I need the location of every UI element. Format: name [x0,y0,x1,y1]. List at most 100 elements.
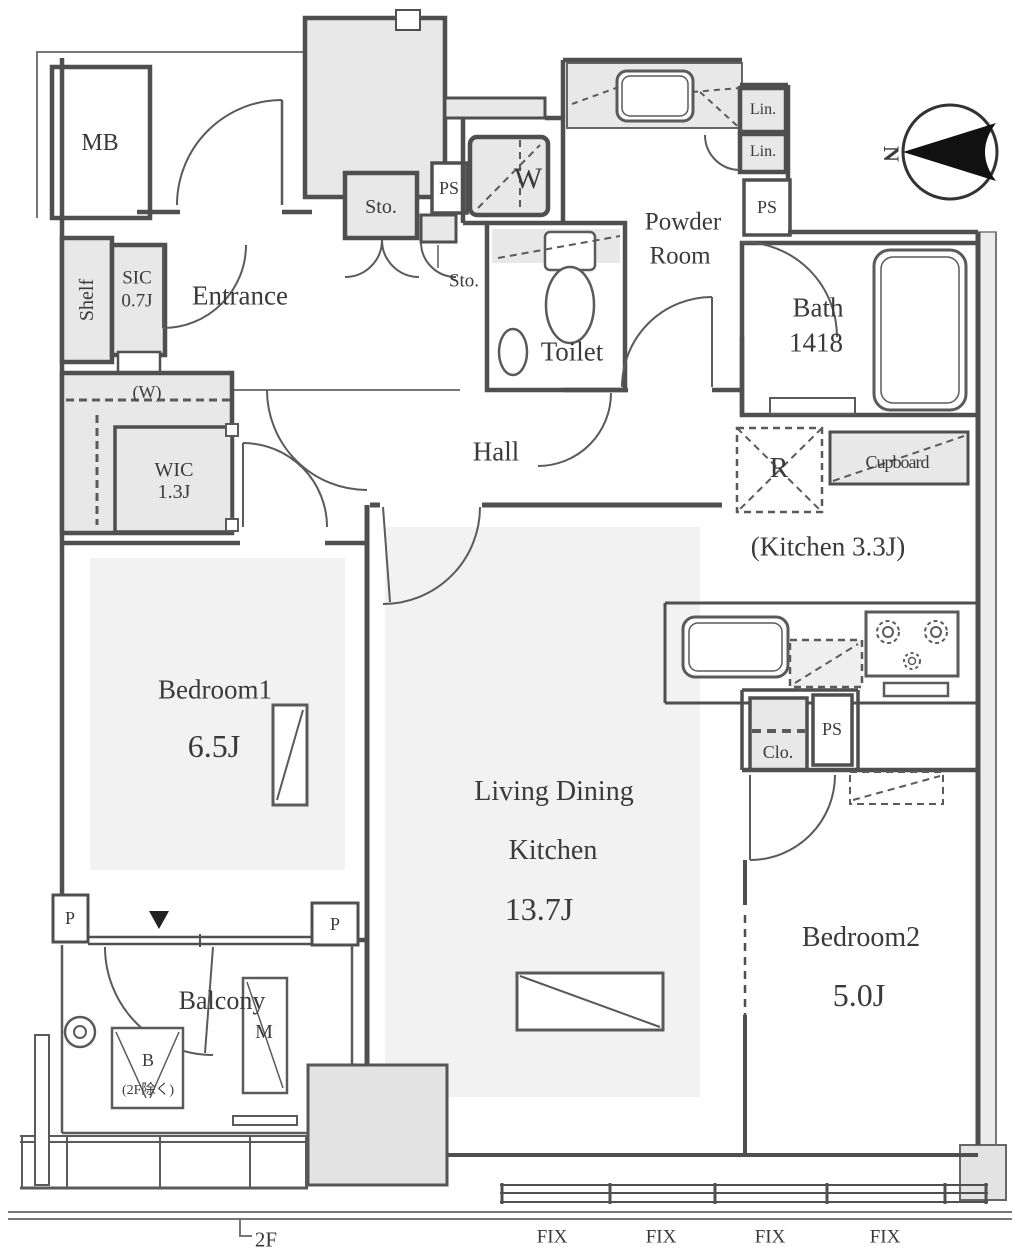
railing-verticals [21,1136,307,1188]
cupboard-box [828,430,970,486]
label-ldk-2: Kitchen [508,835,598,866]
mini-storage-door-arc [420,241,457,278]
label-wic: WIC [154,459,194,481]
label-bedroom2: Bedroom2 [801,922,921,953]
toilet-door-arc [537,392,612,467]
kitchen-sink-inner [688,622,783,672]
label-entrance: Entrance [192,280,288,311]
wic-jamb-bottom [225,518,239,532]
label-fix-4: FIX [869,1226,901,1248]
label-ldk-1: Living Dining [474,776,634,807]
compass-needle [903,123,996,181]
label-mb: MB [81,130,119,156]
toilet-bowl [544,265,596,345]
label-ps-right: PS [756,197,778,217]
label-closet: Clo. [762,742,794,762]
corridor-edge [36,51,305,218]
laundry-nook-walls [460,115,563,226]
railing [20,945,354,1190]
label-pillar-right: P [329,914,341,934]
vanity-sink-inner [621,75,689,117]
toilet-room [484,220,628,393]
label-ps-kitchen: PS [821,719,843,739]
wall-arm [443,96,547,120]
powder-door-arc [621,296,713,388]
bathtub [872,248,968,412]
tv-board-diagonal [519,975,661,1028]
east-wall-strip [977,231,997,1146]
burner-2 [924,620,948,644]
label-wic-size: 1.3J [157,481,191,503]
exterior-lines [8,51,1012,1237]
balcony-step-bar [232,1115,298,1126]
balcony-drain-inner [73,1025,87,1039]
label-hall: Hall [472,436,520,467]
label-fix-2: FIX [645,1226,677,1248]
ldk-door-arc [382,506,481,605]
structural-block [306,1063,449,1187]
ps-shaft-right [742,178,792,237]
label-linen-1: Lin. [749,101,777,118]
vanity-sink [615,69,695,123]
balcony-outline [60,945,354,1135]
storage-room [342,170,420,241]
bedroom2-door-arc [749,774,836,861]
bedroom1-door-arc [242,442,328,528]
fridge-cross [736,427,823,513]
label-powder-1: Powder [644,208,722,236]
bath-step [769,397,856,415]
label-cupboard: Cupboard [865,452,930,472]
toilet-shelf-dash [497,235,621,259]
floor-note-bracket [239,1219,252,1237]
pillar-left-box [51,893,90,944]
kitchen-dashed-diagonal [794,643,859,684]
label-w-note: (W) [132,382,162,402]
mini-storage [419,213,458,244]
fix-window-mullions [500,1183,988,1204]
label-bedroom1-size: 6.5J [187,728,241,764]
mb-room [49,64,153,221]
balcony-m-diagonal [246,981,284,1089]
burner-1-center [882,626,894,638]
label-fridge: R [769,453,789,484]
doors [104,99,838,1056]
wic-jamb-top [225,423,239,437]
storage-door-arc-right [381,239,420,278]
vanity-mirror-dashes [571,87,745,133]
label-bedroom2-size: 5.0J [832,977,886,1013]
balcony-b-lines [115,1031,180,1099]
hall-door-arc [266,389,368,491]
burner-2-center [930,626,942,638]
label-fix-3: FIX [754,1226,786,1248]
stove-handle [882,681,950,698]
label-linen-2: Lin. [749,143,777,160]
shelf-unit [59,235,115,365]
front-door-arc [176,99,283,206]
fix-window-band [500,1184,988,1203]
fixtures [63,69,968,1126]
balcony-door-arc [104,946,214,1056]
linen-2 [737,131,789,175]
label-toilet: Toilet [540,336,604,367]
powder-room-walls [560,57,742,223]
label-balcony-m: M [255,1021,273,1043]
label-fix-1: FIX [536,1226,568,1248]
label-balcony-b: B [141,1050,155,1070]
ldk-door-leaf [382,506,391,603]
bedroom1-cabinet-diagonal [276,709,304,801]
side-railing [34,1034,50,1186]
label-floor-note: 2F [254,1227,278,1252]
burner-1 [876,620,900,644]
burner-3-center [907,656,917,666]
bath-door-arc [741,241,838,338]
pillar-right-box [310,901,360,947]
label-kitchen-note: (Kitchen 3.3J) [750,531,906,562]
balcony-drain-outer [63,1015,97,1049]
bedroom2-counter-diagonal [852,775,941,801]
bedroom2-dashed-counter [849,771,944,805]
label-balcony: Balcony [178,986,266,1015]
balcony-b-box [110,1026,185,1110]
burner-3 [903,652,921,670]
